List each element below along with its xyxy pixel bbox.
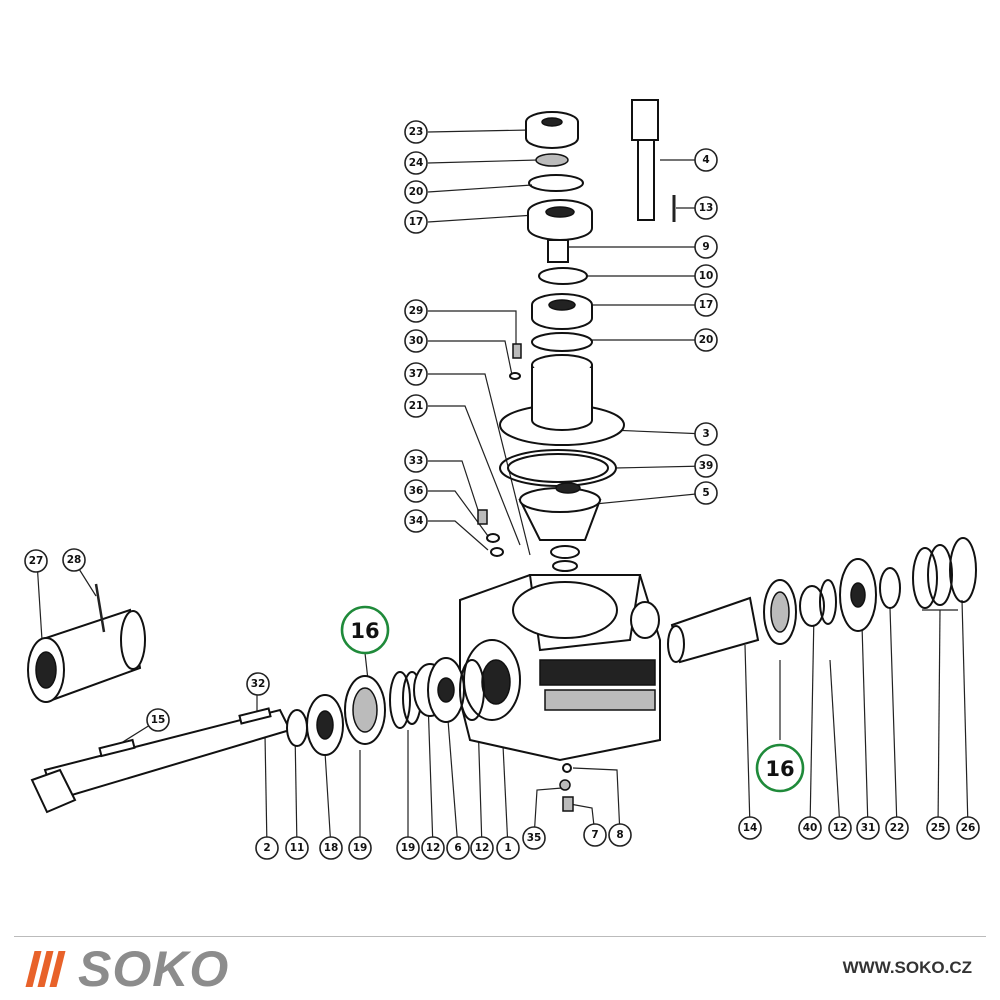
svg-text:35: 35	[527, 832, 542, 844]
exploded-gearbox-diagram: 23 24 20 17 4 13 9 10 17 20 29 30 37 21 …	[24, 99, 980, 860]
svg-text:26: 26	[961, 822, 976, 834]
parts	[27, 99, 977, 814]
callout-29: 29	[404, 299, 428, 323]
callout-17-lower: 17	[694, 293, 718, 317]
svg-text:12: 12	[475, 842, 490, 854]
svg-text:7: 7	[591, 829, 598, 841]
callout-12-b: 12	[470, 836, 494, 860]
svg-text:29: 29	[409, 305, 424, 317]
callout-11: 11	[285, 836, 309, 860]
svg-text:4: 4	[702, 154, 709, 166]
svg-text:15: 15	[151, 714, 166, 726]
callout-23: 23	[404, 120, 428, 144]
svg-text:17: 17	[699, 299, 714, 311]
svg-text:28: 28	[67, 554, 82, 566]
callout-12-c: 12	[828, 816, 852, 840]
svg-text:39: 39	[699, 460, 714, 472]
callout-37: 37	[404, 362, 428, 386]
svg-text:20: 20	[409, 186, 424, 198]
callout-20: 20	[404, 180, 428, 204]
callout-17: 17	[404, 210, 428, 234]
svg-text:8: 8	[616, 829, 623, 841]
svg-text:36: 36	[409, 485, 424, 497]
callout-4: 4	[694, 148, 718, 172]
svg-text:34: 34	[409, 515, 424, 527]
callout-36: 36	[404, 479, 428, 503]
soko-logo[interactable]: SOKO	[25, 941, 229, 997]
callout-9: 9	[694, 235, 718, 259]
highlight-callout-16-right: 16	[755, 743, 805, 793]
callout-32: 32	[246, 672, 270, 696]
callout-7: 7	[583, 823, 607, 847]
svg-text:19: 19	[401, 842, 416, 854]
callout-19-b: 19	[396, 836, 420, 860]
callout-20-lower: 20	[694, 328, 718, 352]
svg-text:30: 30	[409, 335, 424, 347]
callout-40: 40	[798, 816, 822, 840]
callout-6: 6	[446, 836, 470, 860]
svg-text:10: 10	[699, 270, 714, 282]
svg-text:16: 16	[765, 757, 794, 781]
callout-2: 2	[255, 836, 279, 860]
svg-text:37: 37	[409, 368, 424, 380]
callout-1: 1	[496, 836, 520, 860]
callout-26: 26	[956, 816, 980, 840]
callout-33: 33	[404, 449, 428, 473]
svg-text:40: 40	[803, 822, 818, 834]
callout-25: 25	[926, 816, 950, 840]
svg-text:21: 21	[409, 400, 424, 412]
svg-text:3: 3	[702, 428, 709, 440]
callout-18: 18	[319, 836, 343, 860]
callout-13: 13	[694, 196, 718, 220]
callout-31: 31	[856, 816, 880, 840]
svg-text:24: 24	[409, 157, 424, 169]
callout-24: 24	[404, 151, 428, 175]
callout-35: 35	[522, 826, 546, 850]
callout-30: 30	[404, 329, 428, 353]
callout-28: 28	[62, 548, 86, 572]
svg-text:33: 33	[409, 455, 424, 467]
svg-text:2: 2	[263, 842, 270, 854]
svg-text:14: 14	[743, 822, 758, 834]
svg-text:12: 12	[833, 822, 848, 834]
callout-39: 39	[694, 454, 718, 478]
callout-10: 10	[694, 264, 718, 288]
svg-text:6: 6	[454, 842, 461, 854]
callout-3: 3	[694, 422, 718, 446]
svg-text:27: 27	[29, 555, 44, 567]
svg-text:12: 12	[426, 842, 441, 854]
svg-text:13: 13	[699, 202, 714, 214]
website-link[interactable]: WWW.SOKO.CZ	[842, 958, 972, 977]
highlight-callout-16-left: 16	[340, 605, 390, 655]
svg-text:32: 32	[251, 678, 266, 690]
callout-19-a: 19	[348, 836, 372, 860]
callout-8: 8	[608, 823, 632, 847]
callout-27: 27	[24, 549, 48, 573]
callout-14: 14	[738, 816, 762, 840]
callout-5: 5	[694, 481, 718, 505]
svg-text:18: 18	[324, 842, 339, 854]
svg-text:9: 9	[702, 241, 709, 253]
callout-21: 21	[404, 394, 428, 418]
svg-text:11: 11	[290, 842, 305, 854]
svg-text:31: 31	[861, 822, 876, 834]
svg-text:22: 22	[890, 822, 905, 834]
footer-divider	[14, 936, 986, 937]
svg-text:17: 17	[409, 216, 424, 228]
svg-text:5: 5	[702, 487, 709, 499]
svg-text:23: 23	[409, 126, 424, 138]
svg-text:19: 19	[353, 842, 368, 854]
callout-22: 22	[885, 816, 909, 840]
logo-text: SOKO	[78, 941, 230, 997]
callout-12-a: 12	[421, 836, 445, 860]
svg-text:25: 25	[931, 822, 946, 834]
svg-text:1: 1	[504, 842, 511, 854]
callout-15: 15	[146, 708, 170, 732]
svg-text:16: 16	[350, 619, 379, 643]
svg-text:20: 20	[699, 334, 714, 346]
callout-34: 34	[404, 509, 428, 533]
